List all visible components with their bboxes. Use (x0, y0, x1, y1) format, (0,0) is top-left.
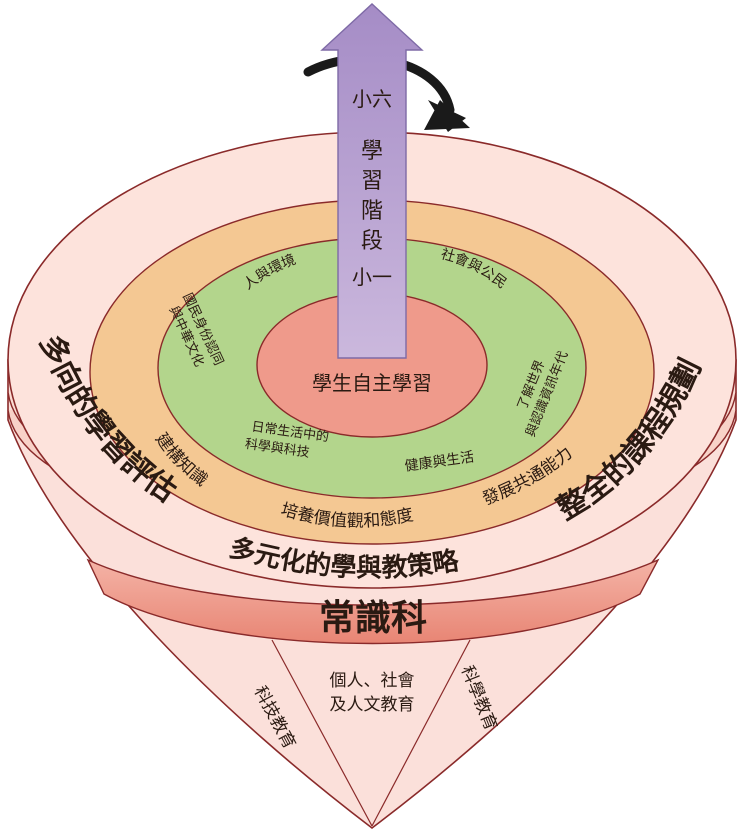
cone-divider-right (371, 639, 471, 827)
core-label: 學生自主學習 (312, 371, 432, 395)
cone-label-middle-1: 個人、社會 (330, 671, 415, 691)
arrow-stage-char-3: 階 (361, 199, 383, 224)
arrow-stage-char-2: 習 (361, 169, 383, 194)
arrow-bottom-label: 小一 (352, 265, 392, 289)
learning-stage-arrow (320, 3, 424, 359)
subject-band-label: 常識科 (319, 598, 427, 639)
cone-label-middle-2: 及人文教育 (330, 695, 415, 715)
arrow-top-label: 小六 (352, 87, 392, 111)
subject-band (86, 558, 660, 645)
cone-divider-left (271, 639, 373, 827)
arrow-stage-char-1: 學 (361, 139, 383, 164)
arrow-stage-char-4: 段 (361, 229, 383, 254)
